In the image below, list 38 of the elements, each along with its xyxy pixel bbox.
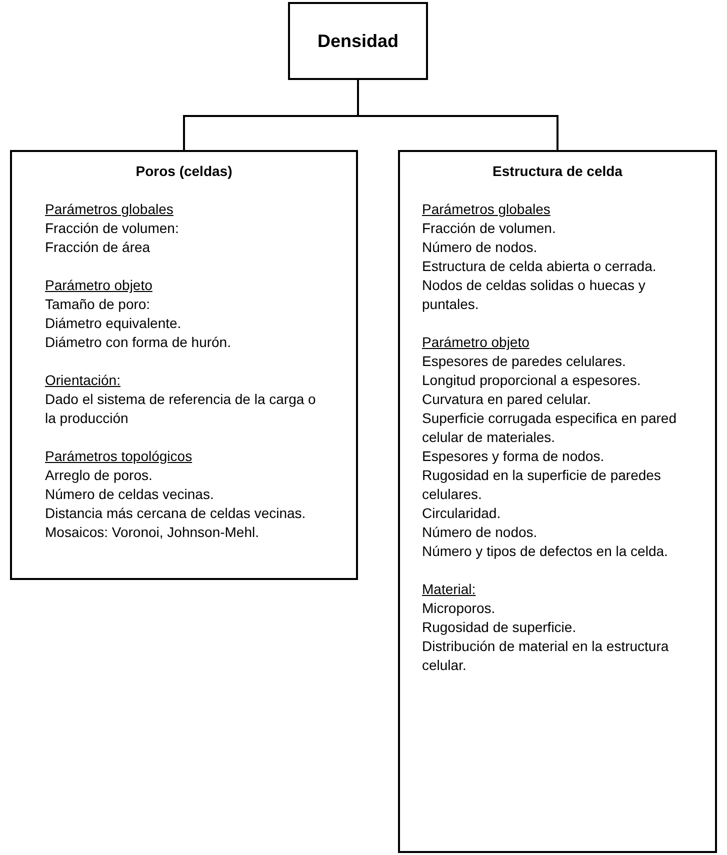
list-item: Espesores de paredes celulares. — [422, 352, 627, 371]
list-item: Curvatura en pared celular. — [422, 390, 592, 409]
list-item: Mosaicos: Voronoi, Johnson-Mehl. — [45, 523, 260, 542]
list-item: Tamaño de poro: — [45, 295, 152, 314]
section-heading: Orientación: — [45, 371, 122, 390]
list-item: Rugosidad de superficie. — [422, 618, 578, 637]
list-item: Número de nodos. — [422, 523, 538, 542]
section-heading: Material: — [422, 580, 477, 599]
list-item: Número y tipos de defectos en la celda. — [422, 542, 669, 561]
list-item: Fracción de área — [45, 238, 152, 257]
list-item: Número de celdas vecinas. — [45, 485, 215, 504]
list-item: Distancia más cercana de celdas vecinas. — [45, 504, 307, 523]
section-heading: Parámetro objeto — [422, 333, 530, 352]
list-item: Superficie corrugada especifica en pared celular de materiales. — [422, 409, 678, 447]
category-box — [10, 150, 358, 580]
list-item: Espesores y forma de nodos. — [422, 447, 606, 466]
list-item: Fracción de volumen. — [422, 219, 557, 238]
section-heading: Parámetro objeto — [45, 276, 154, 295]
list-item: Fracción de volumen: — [45, 219, 180, 238]
section-heading: Parámetros globales — [422, 200, 552, 219]
list-item: Diámetro con forma de hurón. — [45, 333, 232, 352]
box-heading: Estructura de celda — [492, 162, 624, 181]
box-heading: Poros (celdas) — [134, 162, 234, 181]
list-item: Longitud proporcional a espesores. — [422, 371, 642, 390]
list-item: Número de nodos. — [422, 238, 538, 257]
list-item: Rugosidad en la superficie de paredes celulares. — [422, 466, 662, 504]
list-item: Nodos de celdas solidas o huecas y puntales. — [422, 276, 646, 314]
category-box — [398, 150, 717, 853]
list-item: Arreglo de poros. — [45, 466, 154, 485]
list-item: Microporos. — [422, 599, 496, 618]
list-item: Circularidad. — [422, 504, 502, 523]
list-item: Estructura de celda abierta o cerrada. — [422, 257, 658, 276]
concept-box: Densidad — [288, 2, 428, 80]
list-item: Dado el sistema de referencia de la carga o la producción — [45, 390, 317, 428]
section-heading: Parámetros topológicos — [45, 447, 194, 466]
list-item: Distribución de material en la estructura celular. — [422, 637, 670, 675]
section-heading: Parámetros globales — [45, 200, 174, 219]
list-item: Diámetro equivalente. — [45, 314, 182, 333]
